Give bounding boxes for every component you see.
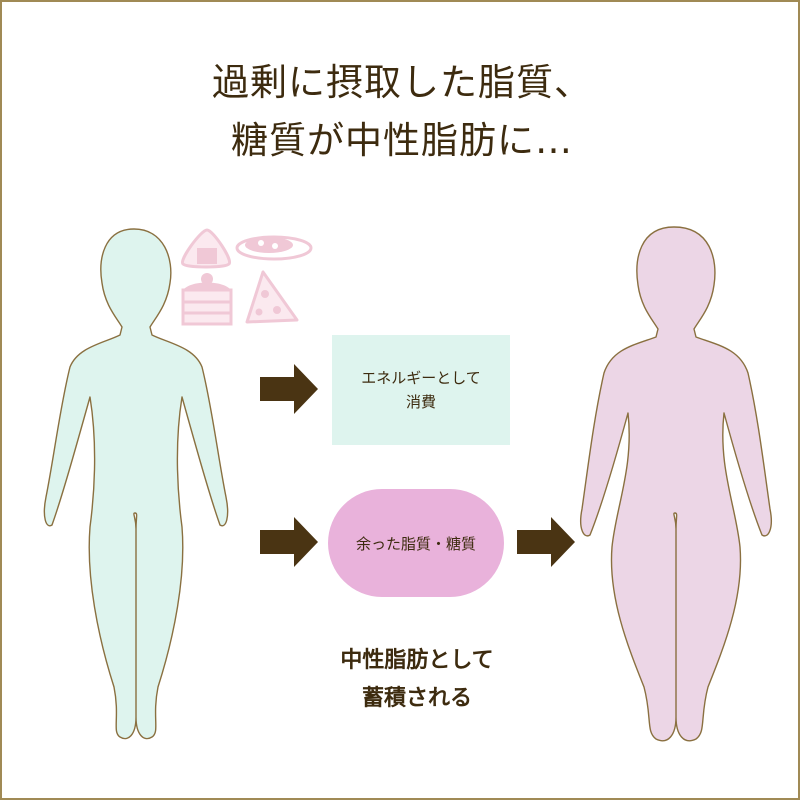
title-line-2: 糖質が中性脂肪に…: [231, 119, 573, 162]
rice-ball-icon: [181, 228, 231, 269]
energy-box-line-2: 消費: [405, 393, 436, 411]
heavy-body-figure: [580, 226, 772, 742]
curry-plate-icon: [235, 235, 313, 261]
title-line-1: 過剰に摂取した脂質、: [212, 61, 592, 104]
storage-note: 中性脂肪として 蓄積される: [302, 642, 532, 718]
arrow-to-excess: [260, 517, 318, 567]
slim-body-figure: [43, 228, 229, 740]
page-title: 過剰に摂取した脂質、 糖質が中性脂肪に…: [2, 54, 800, 170]
note-line-2: 蓄積される: [361, 686, 472, 711]
pizza-slice-icon: [245, 270, 299, 324]
arrow-to-heavy-body: [517, 517, 575, 567]
note-line-1: 中性脂肪として: [340, 648, 494, 673]
cake-icon: [181, 273, 233, 326]
arrow-to-energy: [260, 364, 318, 414]
excess-nutrients-box: 余った脂質・糖質: [328, 489, 504, 597]
food-icons: [181, 228, 313, 326]
excess-box-label: 余った脂質・糖質: [355, 534, 476, 553]
energy-box-line-1: エネルギーとして: [361, 369, 481, 387]
energy-consumption-box: エネルギーとして 消費: [332, 335, 510, 445]
